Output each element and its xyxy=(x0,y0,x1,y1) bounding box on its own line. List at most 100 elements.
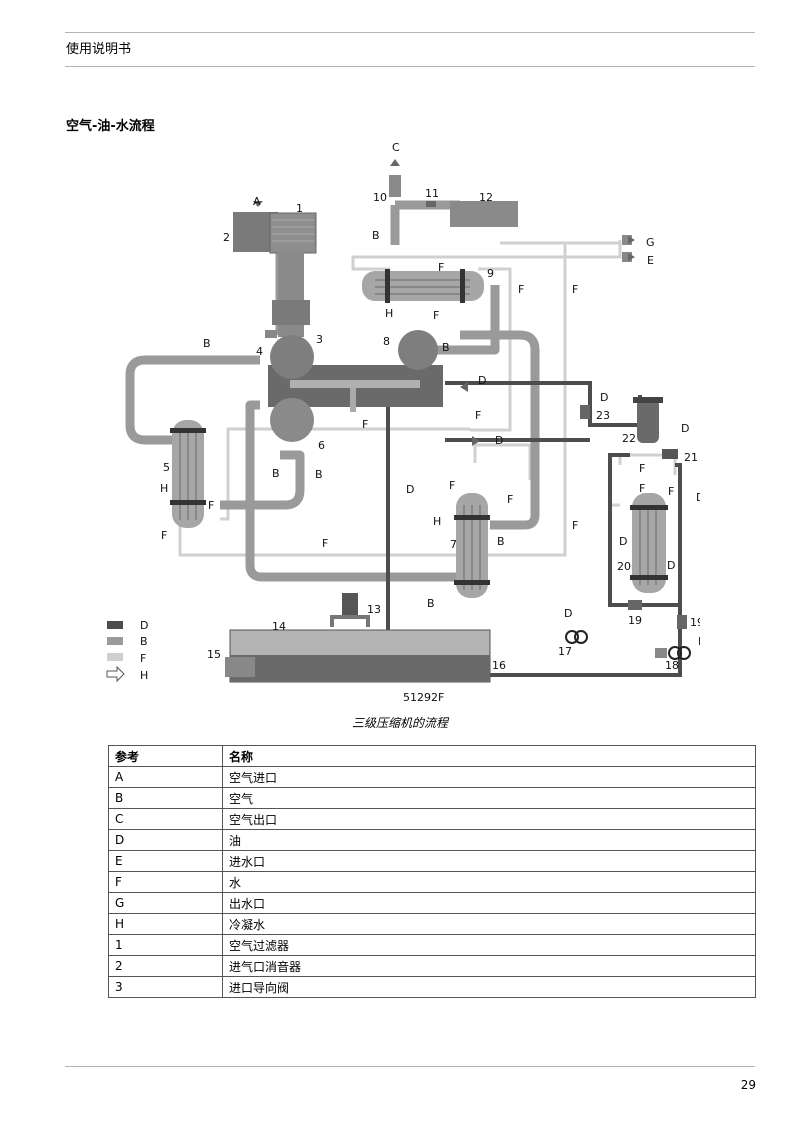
table-header-name: 名称 xyxy=(222,745,756,767)
legend-label-F: F xyxy=(140,652,146,665)
label-F-5: F xyxy=(362,418,368,431)
label-18: 18 xyxy=(665,659,679,672)
label-F-6: F xyxy=(475,409,481,422)
flow-arrows xyxy=(253,159,635,446)
footer-rule xyxy=(65,1066,755,1067)
table-cell-ref: C xyxy=(108,808,223,830)
label-F-10: F xyxy=(208,499,214,512)
diagram-caption: 三级压缩机的流程 xyxy=(351,716,448,730)
label-F-3: F xyxy=(518,283,524,296)
table-cell-ref: A xyxy=(108,766,223,788)
oil-cooler-20 xyxy=(630,493,668,593)
label-10: 10 xyxy=(373,191,387,204)
oil-filter-22 xyxy=(637,399,659,443)
table-cell-ref: F xyxy=(108,871,223,893)
legend-label-H: H xyxy=(140,669,148,682)
header-rule-top xyxy=(65,32,755,33)
label-B-6: B xyxy=(497,535,505,548)
label-F-12: F xyxy=(322,537,328,550)
air-outlet-check-valve xyxy=(389,175,401,197)
label-B-4: B xyxy=(272,467,280,480)
table-cell-ref: 2 xyxy=(108,955,223,977)
label-3: 3 xyxy=(316,333,323,346)
label-A: A xyxy=(253,195,261,208)
label-14: 14 xyxy=(272,620,286,633)
label-F-2: F xyxy=(433,309,439,322)
label-C: C xyxy=(392,141,400,154)
label-2: 2 xyxy=(223,231,230,244)
label-8: 8 xyxy=(383,335,390,348)
label-D-6: D xyxy=(696,491,700,504)
table-cell-ref: 3 xyxy=(108,976,223,998)
table-cell-ref: G xyxy=(108,892,223,914)
oil-heater xyxy=(225,657,255,677)
valve-21 xyxy=(662,449,678,459)
label-H-2: H xyxy=(385,307,393,320)
label-19b: 19 xyxy=(690,616,700,629)
stage-1-compressor xyxy=(270,335,314,379)
label-19a: 19 xyxy=(628,614,642,627)
label-16: 16 xyxy=(492,659,506,672)
label-6: 6 xyxy=(318,439,325,452)
label-F-7: F xyxy=(449,479,455,492)
table-cell-name: 空气 xyxy=(222,787,756,809)
label-F-15: F xyxy=(668,485,674,498)
label-H-1: H xyxy=(160,482,168,495)
label-E: E xyxy=(647,254,654,267)
label-D-8: D xyxy=(667,559,675,572)
table-header-row: 参考 名称 xyxy=(108,745,756,767)
aftercooler-7 xyxy=(454,493,490,598)
table-cell-name: 空气进口 xyxy=(222,766,756,788)
document-header-title: 使用说明书 xyxy=(66,42,132,57)
label-B-5: B xyxy=(315,468,323,481)
legend-swatch-water xyxy=(107,653,123,661)
label-4: 4 xyxy=(256,345,263,358)
label-7: 7 xyxy=(450,538,457,551)
breather-13 xyxy=(342,593,358,615)
legend-label-B: B xyxy=(140,635,148,648)
legend-label-D: D xyxy=(140,619,148,632)
table-cell-ref: E xyxy=(108,850,223,872)
label-5: 5 xyxy=(163,461,170,474)
label-17: 17 xyxy=(558,645,572,658)
label-D-4: D xyxy=(600,391,608,404)
table-header-ref: 参考 xyxy=(108,745,223,767)
table-cell-ref: H xyxy=(108,913,223,935)
valve-19a xyxy=(628,600,642,610)
label-F-8: F xyxy=(507,493,513,506)
valve-19b xyxy=(677,615,687,629)
stage-3-compressor xyxy=(398,330,438,370)
table-cell-ref: D xyxy=(108,829,223,851)
label-D-10: D xyxy=(698,635,700,648)
label-11: 11 xyxy=(425,187,439,200)
label-F-1: F xyxy=(438,261,444,274)
table-cell-name: 进气口消音器 xyxy=(222,955,756,977)
label-22: 22 xyxy=(622,432,636,445)
air-oil-water-flow-diagram: 1 2 3 4 5 6 7 8 9 10 11 12 13 14 15 16 1… xyxy=(106,141,700,704)
oil-pump-18 xyxy=(668,646,682,660)
table-cell-name: 进水口 xyxy=(222,850,756,872)
label-9: 9 xyxy=(487,267,494,280)
table-cell-name: 冷凝水 xyxy=(222,913,756,935)
legend-swatch-air xyxy=(107,637,123,645)
label-D-7: D xyxy=(619,535,627,548)
label-D-2: D xyxy=(495,434,503,447)
label-D-1: D xyxy=(478,374,486,387)
oil-pump-17 xyxy=(565,630,579,644)
label-G: G xyxy=(646,236,655,249)
table-cell-name: 油 xyxy=(222,829,756,851)
legend-swatch-oil xyxy=(107,621,123,629)
oil-lines xyxy=(386,381,682,677)
legend-hollow-arrow-icon xyxy=(106,665,125,683)
stage-2-compressor xyxy=(270,398,314,442)
label-1: 1 xyxy=(296,202,303,215)
